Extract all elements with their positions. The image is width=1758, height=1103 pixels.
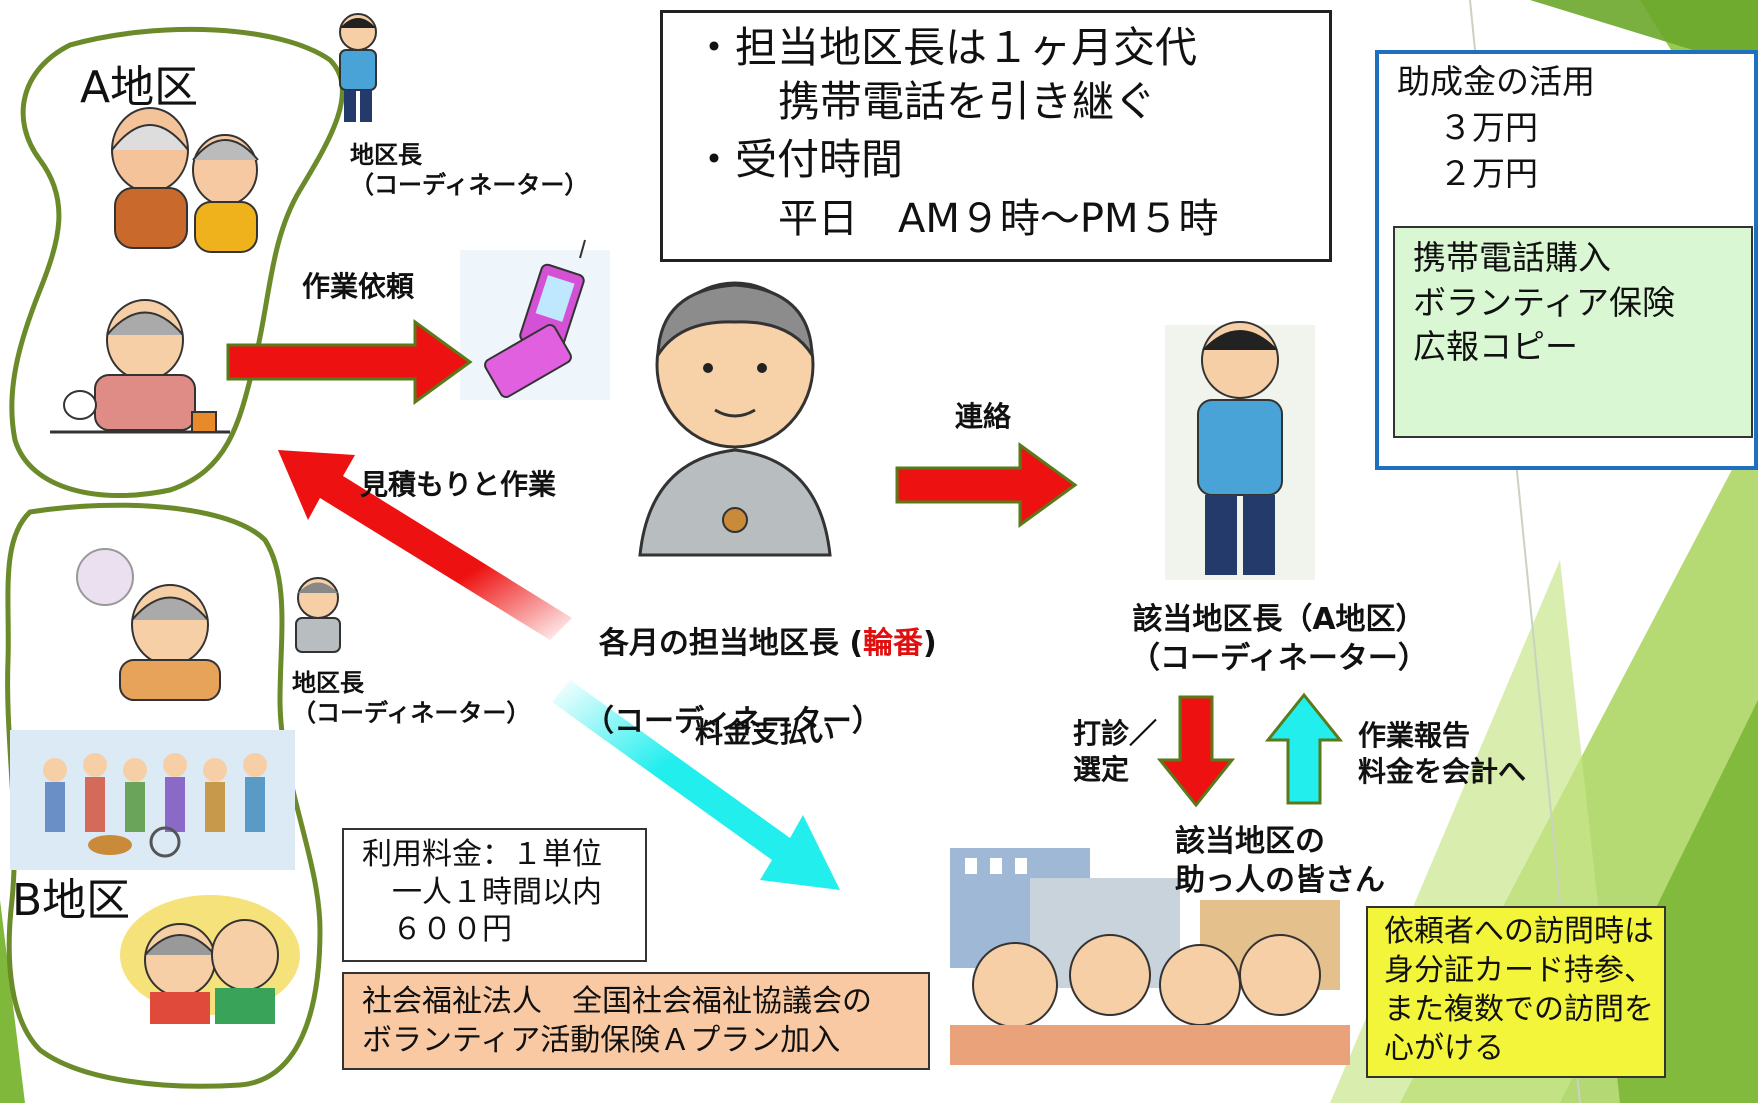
grandmother-table-illustration [50,299,230,434]
report-arrow [1264,692,1344,805]
payment-label: 料金支払い [695,716,836,749]
subsidy-uses: 携帯電話購入 ボランティア保険 広報コピー [1413,238,1676,367]
subsidy-amount-1: ３万円 [1439,108,1538,147]
monthly-leader-caption: 各月の担当地区長 (輪番) （コーディネーター） [578,585,937,780]
rotation-label: 輪番 [863,626,924,661]
sound-out-label: 打診／ 選定 [1073,717,1158,786]
community-group-illustration [10,730,295,870]
leader-b-caption: 地区長 （コーディネーター） [292,669,531,727]
request-arrow [226,319,473,405]
leader-a-illustration [339,13,377,122]
visit-note-text: 依頼者への訪問時は 身分証カード持参、 また複数での訪問を 心がける [1384,914,1654,1066]
monthly-leader-prefix: 各月の担当地区長 ( [598,626,864,661]
report-label: 作業報告 料金を会計へ [1358,719,1527,788]
monthly-leader-sub: （コーディネーター） [584,704,882,739]
info-line-hours-title: ・受付時間 [693,135,904,184]
monthly-leader-suffix: ) [923,626,937,661]
info-line-phone: 携帯電話を引き継ぐ [778,77,1157,126]
region-b-label: B地区 [12,875,131,926]
worried-elderly-illustration [76,548,221,701]
insurance-text: 社会福祉法人 全国社会福祉協議会の ボランティア活動保険Ａプラン加入 [362,984,872,1058]
contact-label: 連絡 [955,400,1012,433]
subsidy-title: 助成金の活用 [1397,62,1595,101]
subsidy-uses-box: 携帯電話購入 ボランティア保険 広報コピー [1393,226,1753,438]
info-line-rotation: ・担当地区長は１ヶ月交代 [693,23,1198,72]
payment-arrow [552,680,840,890]
helpers-caption: 該当地区の 助っ人の皆さん [1175,824,1385,898]
request-label: 作業依頼 [302,270,415,303]
fee-text: 利用料金：１単位 一人１時間以内 ６００円 [362,837,602,947]
contact-arrow [895,442,1078,528]
estimate-label: 見積もりと作業 [360,468,557,501]
sound-out-arrow [1156,695,1236,808]
subsidy-amount-2: ２万円 [1439,154,1538,193]
region-a-outline [9,26,345,498]
leader-b-illustration [295,577,341,653]
estimate-arrow [278,450,572,640]
visit-note-box: 依頼者への訪問時は 身分証カード持参、 また複数での訪問を 心がける [1366,906,1666,1078]
region-a-label: A地区 [80,62,199,113]
elderly-couple-b-illustration [120,895,300,1024]
subsidy-box: 助成金の活用 ３万円 ２万円 携帯電話購入 ボランティア保険 広報コピー [1375,50,1758,470]
insurance-box: 社会福祉法人 全国社会福祉協議会の ボランティア活動保険Ａプラン加入 [342,972,930,1070]
fee-box: 利用料金：１単位 一人１時間以内 ６００円 [342,828,647,962]
target-leader-illustration [1165,321,1315,580]
mobile-phone-illustration [460,239,610,400]
target-leader-caption: 該当地区長（A地区） （コーディネーター） [1130,602,1428,676]
info-box: ・担当地区長は１ヶ月交代 携帯電話を引き継ぐ ・受付時間 平日 AM９時〜PM５… [660,10,1332,262]
leader-a-caption: 地区長 （コーディネーター） [350,141,589,199]
helpers-group-illustration [950,848,1350,1065]
info-line-hours: 平日 AM９時〜PM５時 [778,196,1219,242]
monthly-leader-illustration [638,281,832,557]
elderly-couple-a-illustration [111,107,259,253]
